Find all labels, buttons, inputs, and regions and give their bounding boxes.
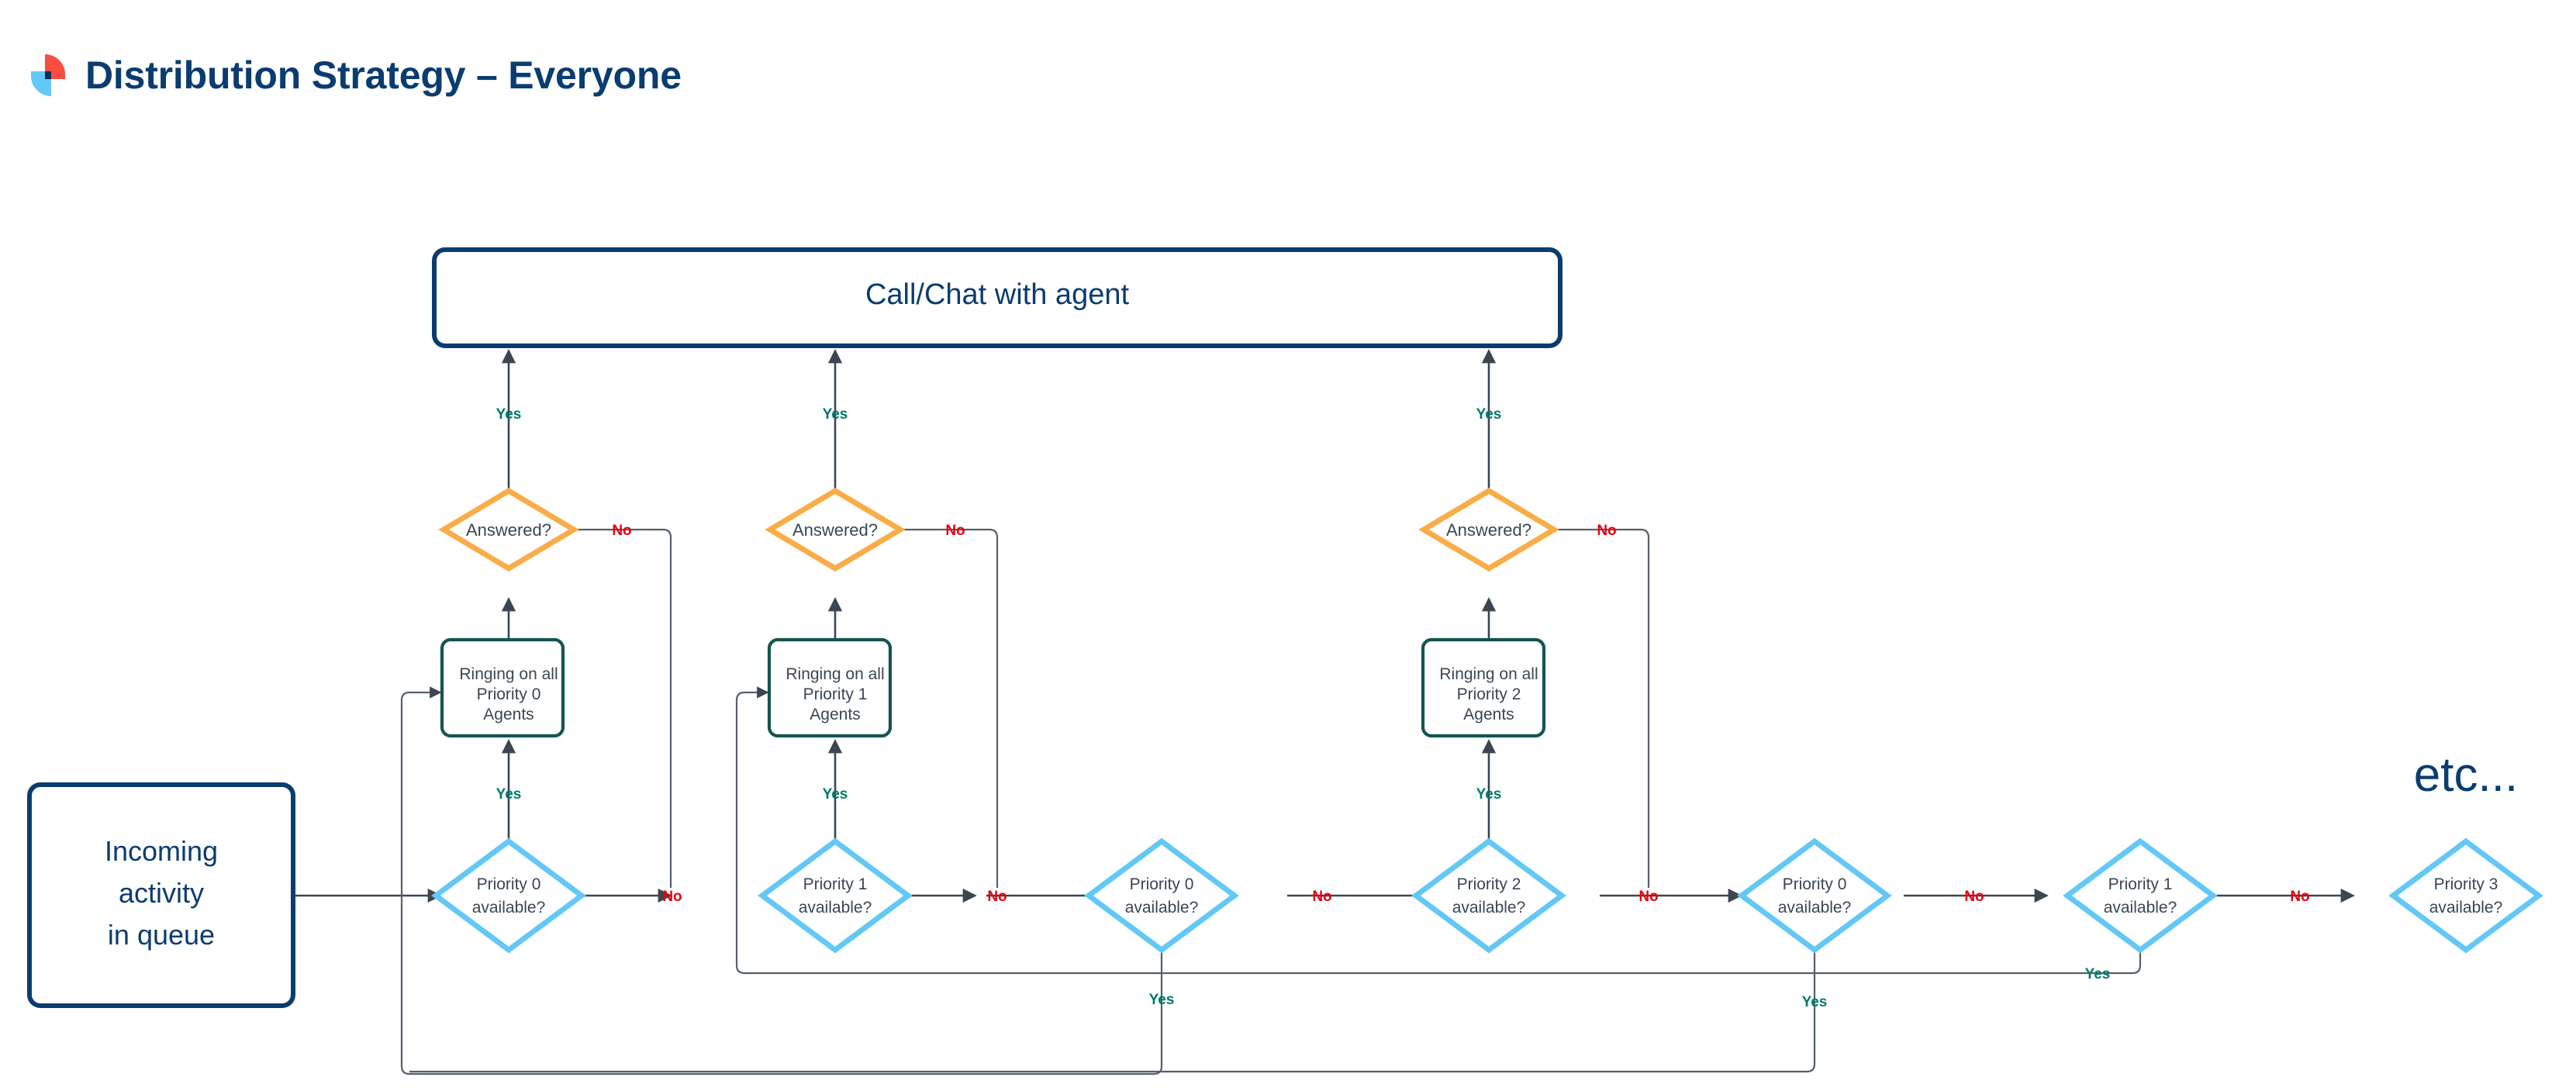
node-answered-2[interactable]: Answered? [1418, 487, 1559, 572]
edge-label-yes-p1b: Yes [2085, 966, 2111, 982]
ring1-line1: Ringing on all [786, 665, 884, 683]
etc-annotation: etc... [2414, 748, 2518, 802]
edge-label-yes-p1a: Yes [823, 786, 848, 803]
node-ringing-priority-2[interactable]: Ringing on all Priority 2 Agents [1421, 637, 1546, 738]
edge-p0c-yes-loop [409, 929, 1816, 1073]
edge-label-yes-ans0: Yes [496, 406, 522, 423]
p3a-line2: available? [2429, 899, 2503, 917]
node-ringing-priority-1[interactable]: Ringing on all Priority 1 Agents [767, 637, 893, 738]
p0a-line2: available? [472, 899, 546, 917]
p0b-line1: Priority 0 [1130, 875, 1194, 893]
p0c-line2: available? [1778, 899, 1852, 917]
edge-label-no-5: No [1964, 889, 1984, 905]
page-header: Distribution Strategy – Everyone [31, 53, 682, 98]
node-priority-0-available-c[interactable]: Priority 0 available? [1737, 837, 1892, 954]
edge-label-yes-p0c: Yes [1802, 994, 1828, 1010]
ring0-line1: Ringing on all [459, 665, 558, 683]
edge-ans0-no [574, 528, 672, 888]
ring0-line3: Agents [483, 706, 534, 723]
edge-ans1-no [900, 528, 999, 888]
p0a-line1: Priority 0 [477, 875, 541, 893]
brand-logo-icon [31, 54, 65, 96]
node-priority-0-available-b[interactable]: Priority 0 available? [1084, 837, 1239, 954]
node-priority-1-available-b[interactable]: Priority 1 available? [2063, 837, 2218, 954]
p1b-line2: available? [2104, 899, 2177, 917]
node-priority-2-available-a[interactable]: Priority 2 available? [1411, 837, 1566, 954]
page-title: Distribution Strategy – Everyone [85, 54, 682, 97]
answered-0-label: Answered? [466, 520, 551, 540]
p1b-line1: Priority 1 [2108, 875, 2173, 893]
edge-label-no-ans0: No [612, 523, 631, 539]
edge-p1b-yes-loop [735, 686, 2142, 975]
node-incoming-line3: in queue [108, 919, 215, 951]
node-incoming-activity[interactable]: Incoming activity in queue [27, 782, 295, 1008]
edge-label-no-1: No [662, 889, 682, 905]
p2a-line1: Priority 2 [1457, 875, 1521, 893]
answered-2-label: Answered? [1446, 520, 1531, 540]
node-ringing-priority-0[interactable]: Ringing on all Priority 0 Agents [440, 637, 565, 738]
edge-label-no-3: No [1312, 889, 1331, 905]
node-incoming-line2: activity [119, 877, 204, 909]
p0c-line1: Priority 0 [1783, 875, 1847, 893]
node-priority-1-available-a[interactable]: Priority 1 available? [758, 837, 913, 954]
ring1-line3: Agents [810, 706, 860, 723]
p2a-line2: available? [1452, 899, 1526, 917]
edge-label-yes-p2a: Yes [1476, 786, 1502, 803]
node-call-chat-with-agent[interactable]: Call/Chat with agent [432, 247, 1563, 348]
edge-ans2-no [1554, 528, 1650, 888]
p1a-line2: available? [799, 899, 872, 917]
edge-label-yes-p0b: Yes [1149, 992, 1175, 1008]
edge-label-no-2: No [987, 889, 1007, 905]
node-answered-0[interactable]: Answered? [438, 487, 579, 572]
edge-label-no-ans2: No [1597, 523, 1616, 539]
ring2-line2: Priority 2 [1457, 685, 1521, 703]
answered-1-label: Answered? [792, 520, 878, 540]
node-terminal-label: Call/Chat with agent [865, 278, 1130, 311]
p3a-line1: Priority 3 [2434, 875, 2498, 893]
edge-label-yes-ans1: Yes [823, 406, 848, 423]
node-priority-0-available-a[interactable]: Priority 0 available? [431, 837, 586, 954]
p1a-line1: Priority 1 [803, 875, 868, 893]
node-answered-1[interactable]: Answered? [765, 487, 906, 572]
node-incoming-line1: Incoming [105, 835, 218, 867]
edge-label-no-4: No [1638, 889, 1658, 905]
edge-label-no-ans1: No [945, 523, 965, 539]
edge-label-yes-p0a: Yes [496, 786, 522, 803]
ring2-line3: Agents [1463, 706, 1514, 723]
node-priority-3-available[interactable]: Priority 3 available? [2388, 837, 2543, 954]
p0b-line2: available? [1125, 899, 1199, 917]
ring1-line2: Priority 1 [803, 685, 868, 703]
ring2-line1: Ringing on all [1439, 665, 1538, 683]
edge-label-no-6: No [2290, 889, 2309, 905]
edge-layer: No No No No No No Yes Yes Yes Yes [293, 349, 2355, 1075]
edge-label-yes-ans2: Yes [1476, 406, 1502, 423]
node-layer: Incoming activity in queue Call/Chat wit… [27, 247, 2543, 1008]
ring0-line2: Priority 0 [477, 685, 541, 703]
